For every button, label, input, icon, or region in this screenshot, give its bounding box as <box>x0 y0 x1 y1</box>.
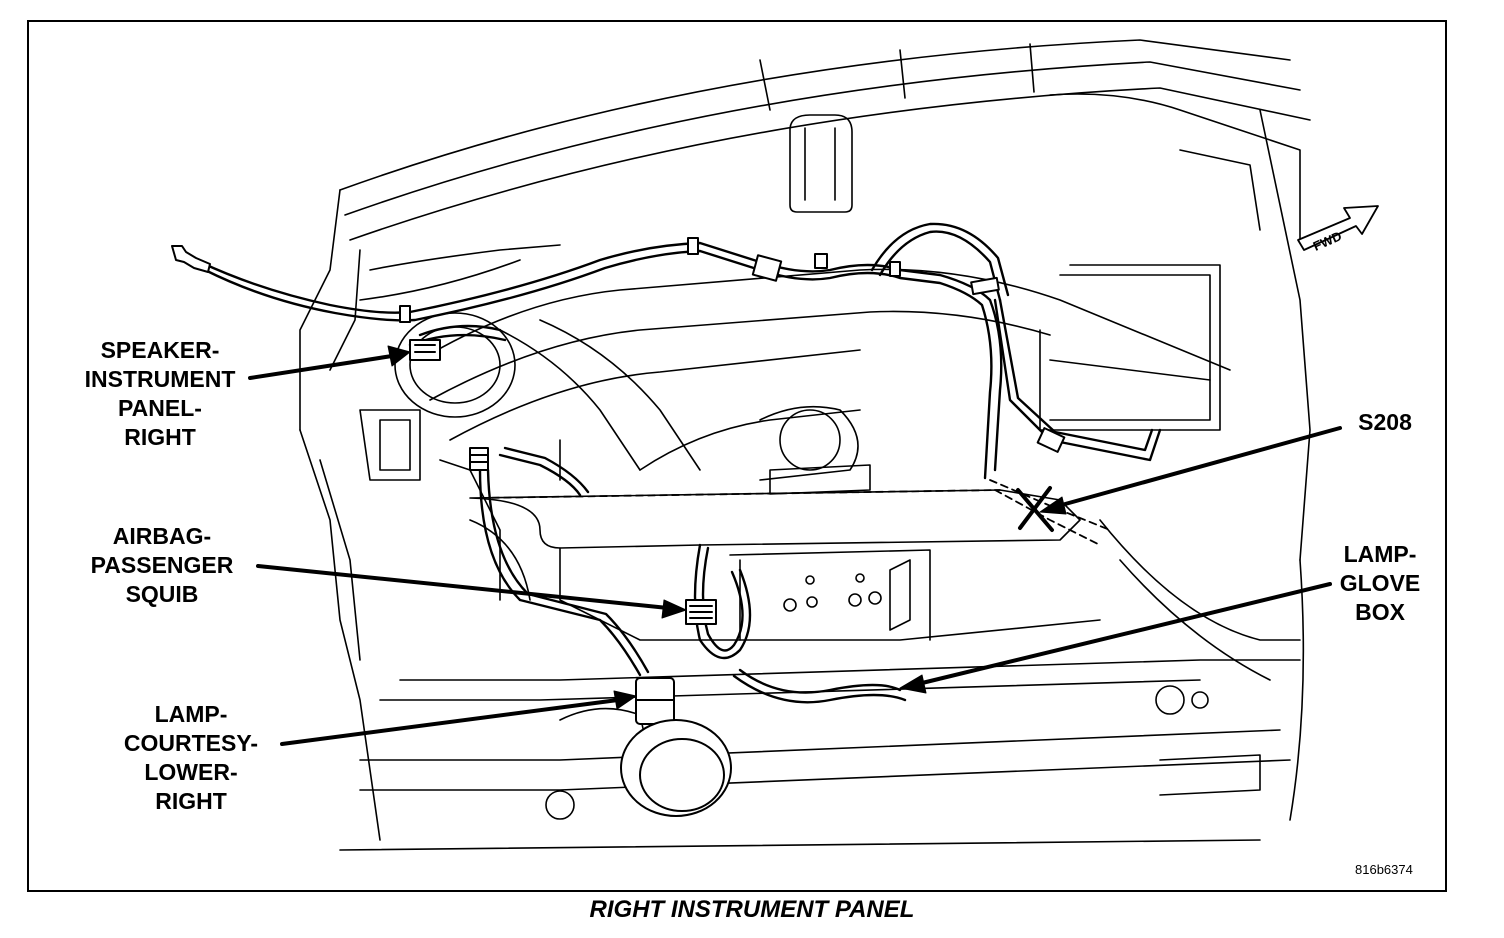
harness-clips <box>171 237 1066 453</box>
callout-lamp-courtesy-lower-right: LAMP- COURTESY- LOWER- RIGHT <box>123 701 259 814</box>
airbag-connector <box>685 599 717 625</box>
callout-s208: S208 <box>1358 409 1412 435</box>
dash-structure <box>299 39 1311 561</box>
courtesy-lamp <box>620 677 732 817</box>
wiring-harness <box>198 222 1162 704</box>
callout-speaker-instrument-panel-right: SPEAKER- INSTRUMENT PANEL- RIGHT <box>84 337 236 450</box>
figure-id: 816b6374 <box>1355 862 1413 877</box>
leader-arrows <box>248 345 1342 746</box>
antenna-stud <box>469 447 489 471</box>
figure-frame <box>27 20 1447 892</box>
speaker-connector <box>409 339 441 361</box>
callout-airbag-passenger-squib: AIRBAG- PASSENGER SQUIB <box>90 523 234 607</box>
lower-structure <box>299 405 1305 851</box>
s208-splice-mark <box>1016 486 1054 532</box>
fwd-arrow-icon: FWD <box>1297 205 1379 254</box>
cross-car-beam <box>419 264 1231 471</box>
figure-caption: RIGHT INSTRUMENT PANEL <box>589 896 915 923</box>
callout-lamp-glove-box: LAMP- GLOVE BOX <box>1339 541 1421 625</box>
